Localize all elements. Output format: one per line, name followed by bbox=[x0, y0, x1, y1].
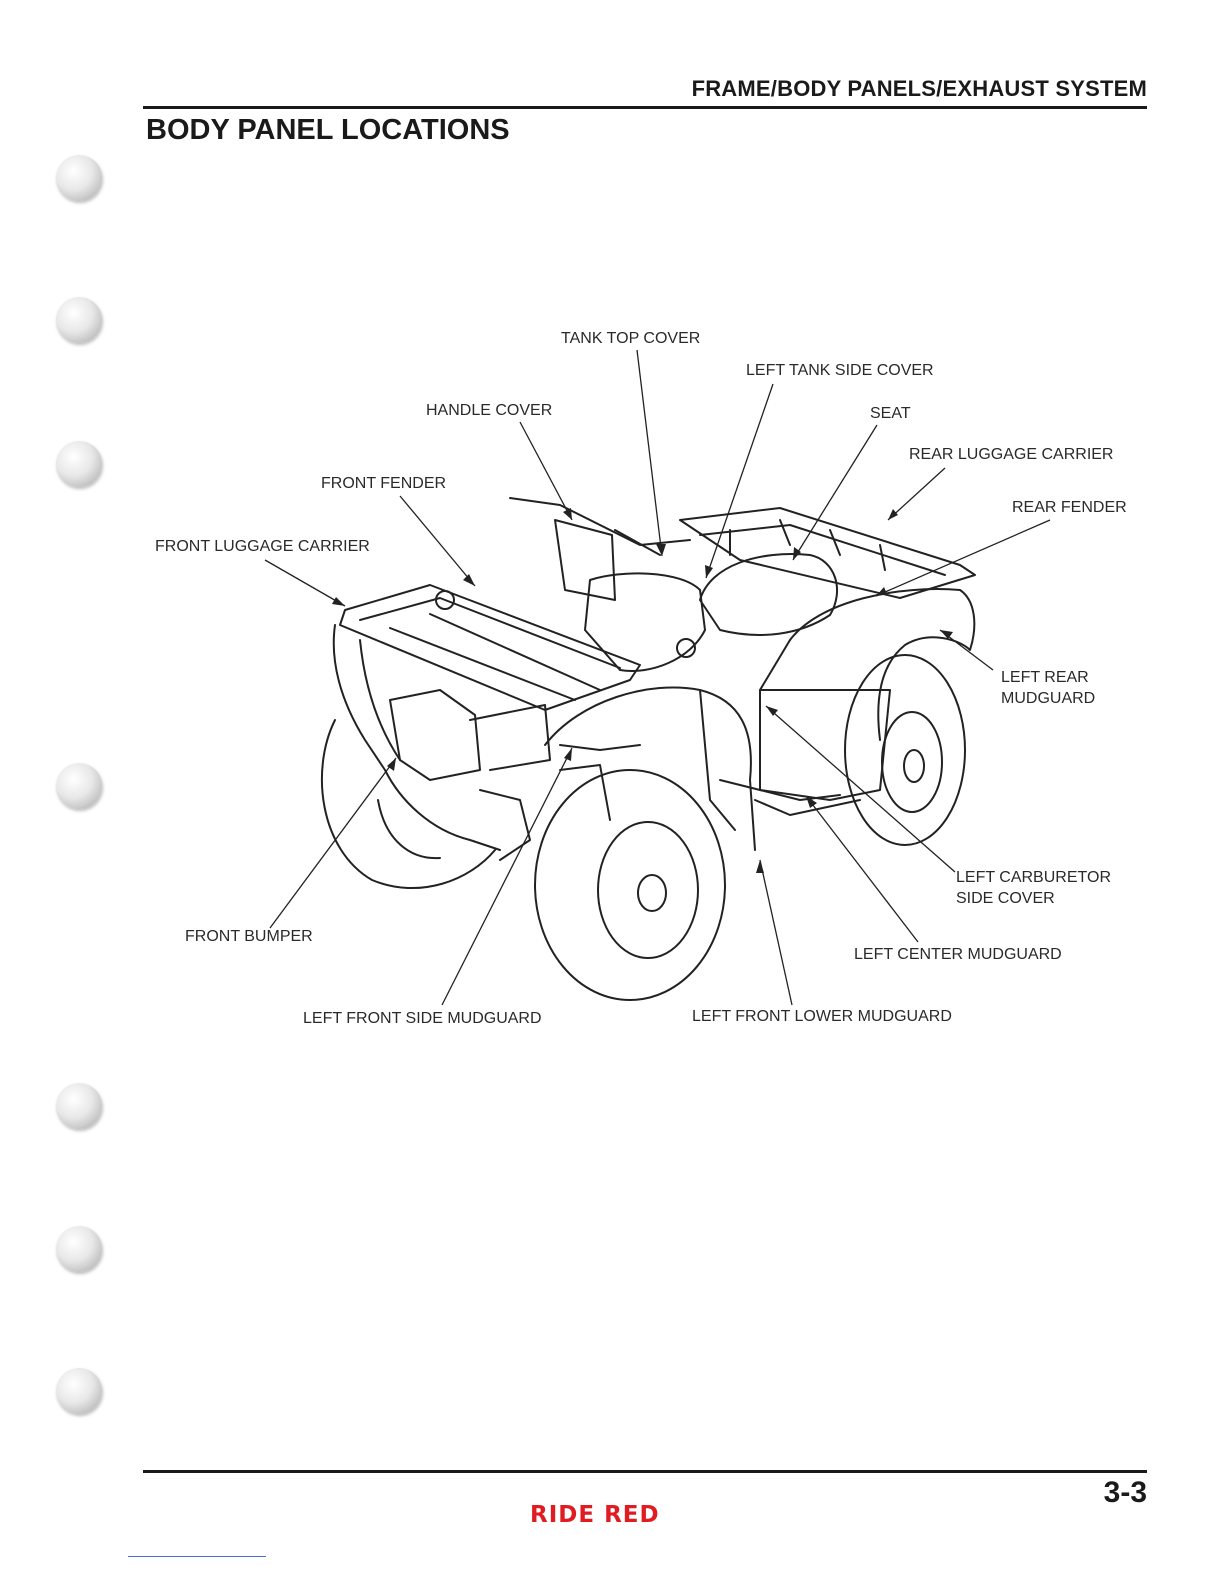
brand-logo: RIDE RED bbox=[530, 1502, 660, 1528]
label-left-center-mudguard: LEFT CENTER MUDGUARD bbox=[854, 946, 1062, 963]
front-right-wheel bbox=[320, 719, 496, 889]
binder-hole bbox=[56, 1083, 102, 1129]
label-tank-top-cover: TANK TOP COVER bbox=[561, 330, 701, 347]
page-number: 3-3 bbox=[1103, 1476, 1147, 1509]
label-left-front-lower-mudguard: LEFT FRONT LOWER MUDGUARD bbox=[692, 1008, 952, 1025]
footer-rule bbox=[143, 1470, 1147, 1473]
binder-hole bbox=[56, 763, 102, 809]
binder-hole bbox=[56, 1368, 102, 1414]
label-handle-cover: HANDLE COVER bbox=[426, 402, 553, 419]
page-heading: BODY PANEL LOCATIONS bbox=[146, 114, 510, 146]
front-bumper-outline bbox=[332, 624, 501, 851]
link-underline bbox=[128, 1556, 266, 1557]
label-front-bumper: FRONT BUMPER bbox=[185, 928, 313, 945]
rear-carrier bbox=[679, 507, 976, 599]
binder-hole bbox=[56, 155, 102, 201]
seat-outline bbox=[699, 553, 839, 636]
binder-hole bbox=[56, 441, 102, 487]
binder-hole bbox=[56, 1226, 102, 1272]
rear-fender-outline bbox=[789, 588, 976, 741]
rear-wheel bbox=[844, 654, 966, 846]
label-left-carburetor-side-cover: LEFT CARBURETOR SIDE COVER bbox=[956, 869, 1111, 907]
label-front-fender: FRONT FENDER bbox=[321, 475, 447, 492]
label-left-tank-side-cover: LEFT TANK SIDE COVER bbox=[746, 362, 934, 379]
label-rear-luggage-carrier: REAR LUGGAGE CARRIER bbox=[909, 446, 1114, 463]
rear-wheel-rim bbox=[881, 711, 943, 813]
handlebar bbox=[509, 497, 691, 546]
section-title: FRAME/BODY PANELS/EXHAUST SYSTEM bbox=[691, 76, 1147, 101]
front-wheel-rim bbox=[597, 821, 699, 959]
header-rule bbox=[143, 106, 1147, 109]
label-rear-fender: REAR FENDER bbox=[1012, 499, 1127, 516]
label-seat: SEAT bbox=[870, 405, 911, 422]
label-left-rear-mudguard: LEFT REAR MUDGUARD bbox=[1001, 669, 1096, 707]
label-left-front-side-mudguard: LEFT FRONT SIDE MUDGUARD bbox=[303, 1010, 542, 1027]
binder-hole bbox=[56, 297, 102, 343]
front-wheel bbox=[534, 769, 726, 1001]
front-carrier bbox=[339, 584, 641, 711]
label-front-luggage-carrier: FRONT LUGGAGE CARRIER bbox=[155, 538, 370, 555]
